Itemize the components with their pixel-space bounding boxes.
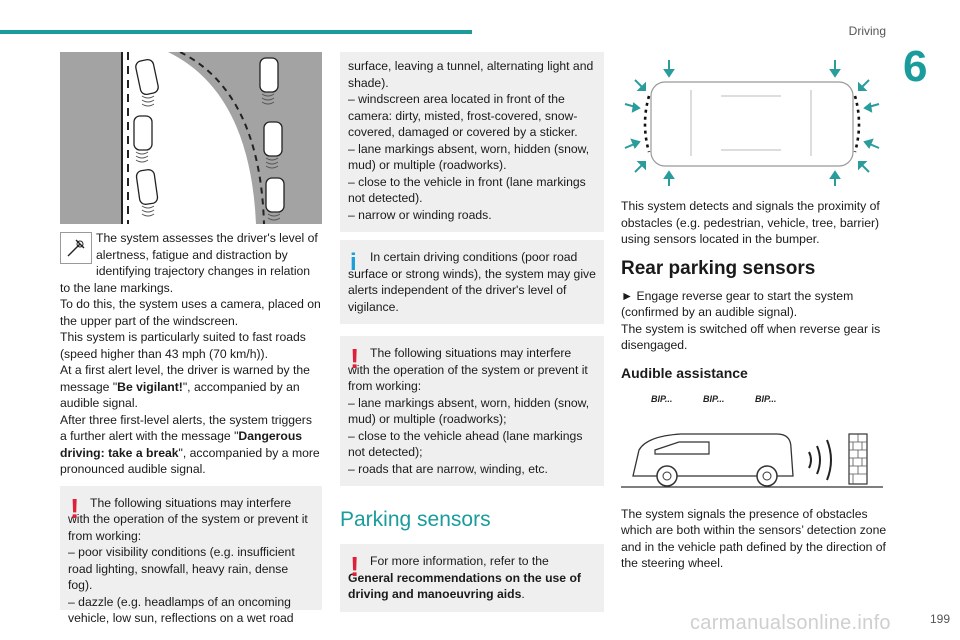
roads-text: This system is particularly suited to fa… bbox=[60, 330, 306, 361]
audible-assistance-illustration: BIP... BIP... BIP... bbox=[621, 392, 883, 490]
lane-departure-illustration bbox=[60, 52, 322, 224]
recommendation-text: For more information, refer to the Gener… bbox=[348, 554, 581, 601]
switch-off-text: The system is switched off when reverse … bbox=[621, 321, 881, 353]
warning-box-2: ! The following situations may interfere… bbox=[340, 336, 604, 486]
continued-item: – lane markings absent, worn, hidden (sn… bbox=[348, 141, 590, 173]
column-2: surface, leaving a tunnel, alternating l… bbox=[340, 52, 604, 612]
camera-text: To do this, the system uses a camera, pl… bbox=[60, 297, 321, 328]
warning-box-1: ! The following situations may interfere… bbox=[60, 485, 322, 625]
column-1: The system assesses the driver's level o… bbox=[60, 52, 322, 625]
steering-wheel-hand-icon bbox=[60, 232, 92, 264]
warning-exclamation-icon: ! bbox=[350, 551, 360, 582]
bip-label: BIP... bbox=[755, 394, 776, 404]
warning-exclamation-icon: ! bbox=[70, 492, 80, 524]
info-box: i In certain driving conditions (poor ro… bbox=[340, 240, 604, 324]
continued-item: – close to the vehicle in front (lane ma… bbox=[348, 174, 586, 206]
warning-exclamation-icon: ! bbox=[350, 343, 360, 374]
warning-item: – lane markings absent, worn, hidden (sn… bbox=[348, 395, 590, 427]
warning-intro: The following situations may interfere w… bbox=[68, 495, 308, 543]
warning-item: – poor visibility conditions (e.g. insuf… bbox=[68, 545, 295, 592]
warning-intro: The following situations may interfere w… bbox=[348, 346, 588, 393]
watermark: carmanualsonline.info bbox=[690, 612, 891, 634]
audible-assistance-heading: Audible assistance bbox=[621, 364, 748, 381]
assessment-paragraph: The system assesses the driver's level o… bbox=[60, 230, 322, 296]
column-3: This system detects and signals the prox… bbox=[621, 52, 887, 572]
engage-text: ► Engage reverse gear to start the syste… bbox=[621, 288, 854, 320]
info-text: In certain driving conditions (poor road… bbox=[348, 250, 596, 314]
further-alert-text: After three first-level alerts, the syst… bbox=[60, 412, 320, 477]
first-alert-text: At a first alert level, the driver is wa… bbox=[60, 363, 310, 410]
section-title: Driving bbox=[848, 24, 886, 38]
warning-box-3: ! For more information, refer to the Gen… bbox=[340, 544, 604, 612]
page-number: 199 bbox=[929, 612, 950, 626]
header-accent-bar bbox=[0, 30, 472, 34]
continued-item: – narrow or winding roads. bbox=[348, 207, 492, 222]
bip-label: BIP... bbox=[651, 394, 672, 404]
chapter-number: 6 bbox=[903, 42, 928, 91]
continued-item: – windscreen area located in front of th… bbox=[348, 92, 578, 139]
parking-sensors-heading: Parking sensors bbox=[340, 508, 491, 531]
bip-label: BIP... bbox=[703, 394, 724, 404]
sensor-coverage-illustration bbox=[621, 56, 883, 188]
warning-item: – close to the vehicle ahead (lane marki… bbox=[348, 428, 583, 460]
warning-box-continued: surface, leaving a tunnel, alternating l… bbox=[340, 52, 604, 232]
assess-text: The system assesses the driver's level o… bbox=[60, 231, 318, 295]
warning-item: – dazzle (e.g. headlamps of an oncoming … bbox=[68, 594, 294, 626]
rear-parking-heading: Rear parking sensors bbox=[621, 257, 816, 279]
signals-text: The system signals the presence of obsta… bbox=[621, 506, 887, 571]
info-icon: i bbox=[350, 249, 357, 276]
detects-text: This system detects and signals the prox… bbox=[621, 199, 880, 246]
warning-item: – roads that are narrow, winding, etc. bbox=[348, 461, 548, 476]
continued-item: surface, leaving a tunnel, alternating l… bbox=[348, 59, 594, 90]
